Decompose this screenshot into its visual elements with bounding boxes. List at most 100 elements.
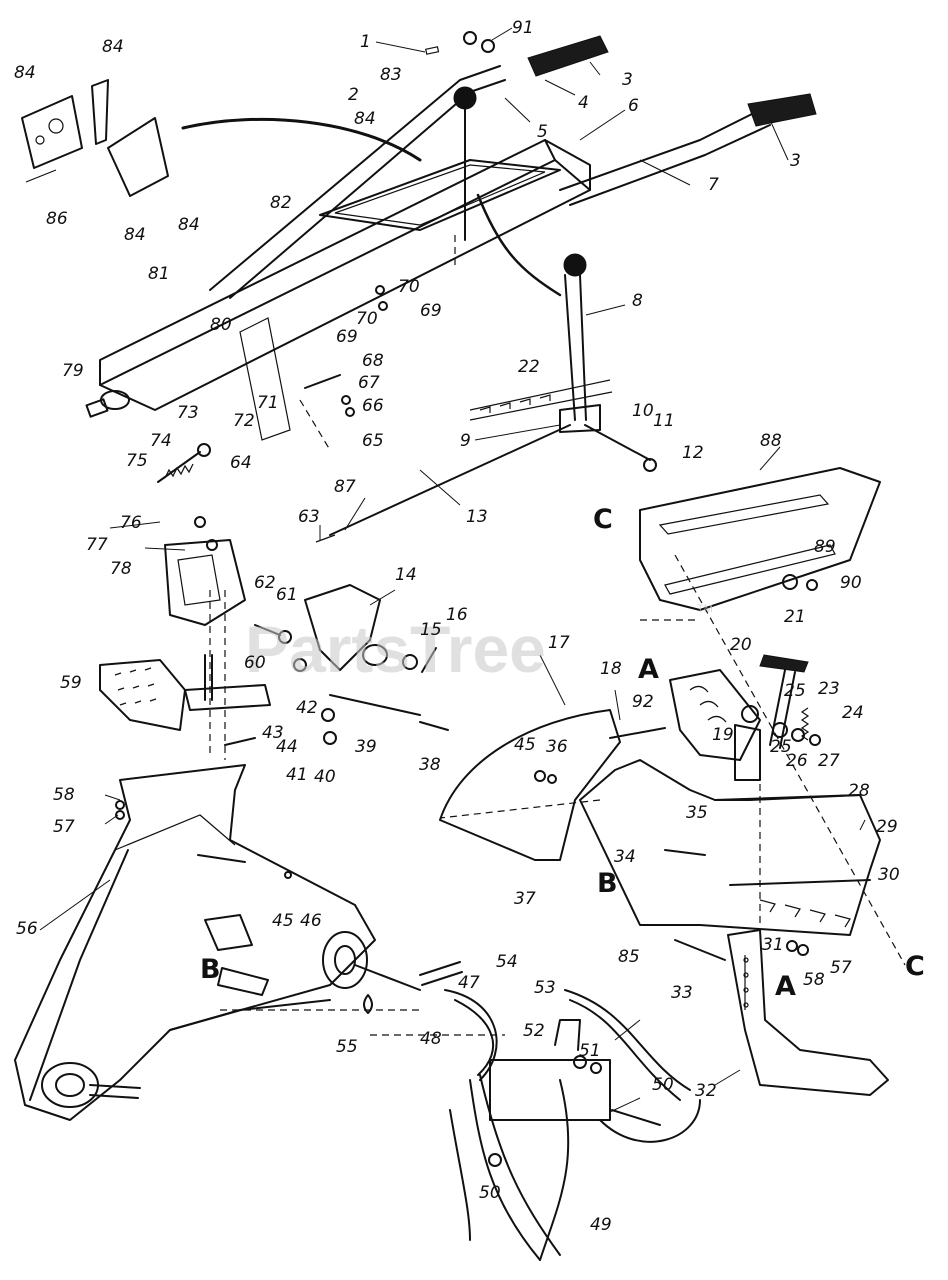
shift-lever [315, 253, 651, 543]
tine-assembly [444, 989, 701, 1261]
part-label: 47 [458, 973, 480, 993]
tine-shield [439, 654, 881, 936]
pedal-and-mount [99, 654, 271, 746]
part-label: 68 [362, 351, 384, 371]
part-label: 70 [356, 309, 378, 329]
part-label: 12 [682, 443, 704, 463]
part-label: 40 [314, 767, 336, 787]
leader-lines [39, 27, 866, 1113]
part-label: 80 [210, 315, 232, 335]
part-label: 92 [632, 692, 654, 712]
part-label: 1 [360, 32, 371, 52]
part-label: 54 [496, 952, 518, 972]
callout-a: A [775, 971, 796, 1002]
callout-a: A [638, 654, 659, 685]
part-label: 26 [786, 751, 808, 771]
drag-bar [674, 929, 889, 1096]
part-label: 9 [460, 431, 471, 451]
part-label: 13 [466, 507, 488, 527]
part-label: 28 [848, 781, 870, 801]
callout-c: C [593, 504, 613, 535]
watermark-text: PartsTree [245, 612, 546, 686]
part-label: 53 [534, 978, 556, 998]
part-label: 89 [814, 537, 836, 557]
part-label: 30 [878, 865, 900, 885]
part-label: 57 [830, 958, 852, 978]
part-label: 32 [695, 1081, 717, 1101]
part-label: 50 [479, 1183, 501, 1203]
part-label: 49 [590, 1215, 612, 1235]
part-label: 84 [102, 37, 124, 57]
part-label: 25 [770, 737, 792, 757]
part-label: 87 [334, 477, 356, 497]
part-label: 61 [276, 585, 298, 605]
part-label: 22 [518, 357, 540, 377]
part-label: 70 [398, 277, 420, 297]
part-label: 88 [760, 431, 782, 451]
part-label: 15 [420, 620, 442, 640]
part-label: 23 [818, 679, 840, 699]
part-label: 81 [148, 264, 170, 284]
part-label: 3 [622, 70, 633, 90]
part-label: 4 [578, 93, 589, 113]
part-label: 5 [537, 122, 548, 142]
part-label: 3 [790, 151, 801, 171]
part-label: 50 [652, 1075, 674, 1095]
part-label: 67 [358, 373, 380, 393]
part-label: 58 [803, 970, 825, 990]
part-label: 75 [126, 451, 148, 471]
part-label: 18 [600, 659, 622, 679]
depth-plate [639, 467, 881, 611]
shift-knob [453, 86, 477, 110]
part-label: 19 [712, 725, 734, 745]
handle-assembly [85, 35, 817, 483]
part-label: 11 [653, 411, 675, 431]
part-label: 27 [818, 751, 840, 771]
shift-rod [329, 424, 571, 536]
part-label: 91 [512, 18, 534, 38]
part-label: 44 [276, 737, 298, 757]
linkage-area [164, 539, 449, 745]
part-label: 63 [298, 507, 320, 527]
part-label: 69 [420, 301, 442, 321]
callout-c: C [905, 951, 925, 982]
part-label: 73 [177, 403, 199, 423]
part-label: 43 [262, 723, 284, 743]
part-label: 14 [395, 565, 417, 585]
part-label: 84 [14, 63, 36, 83]
part-label: 7 [708, 175, 719, 195]
part-label: 48 [420, 1029, 442, 1049]
part-label: 41 [286, 765, 308, 785]
part-label: 35 [686, 803, 708, 823]
part-label: 76 [120, 513, 142, 533]
part-labels: 1 2 3 3 4 5 6 7 8 9 10 11 12 13 14 15 16… [14, 18, 900, 1235]
left-grip [527, 35, 609, 77]
part-label: 79 [62, 361, 84, 381]
part-label: 46 [300, 911, 322, 931]
part-label: 77 [86, 535, 108, 555]
callout-letters: C A B B A C [200, 504, 925, 1002]
part-label: 82 [270, 193, 292, 213]
part-label: 57 [53, 817, 75, 837]
part-label: 86 [46, 209, 68, 229]
part-label: 8 [632, 291, 643, 311]
part-label: 20 [730, 635, 752, 655]
part-label: 78 [110, 559, 132, 579]
part-label: 84 [124, 225, 146, 245]
part-label: 24 [842, 703, 864, 723]
part-label: 71 [257, 393, 279, 413]
assembly-dashed-lines [209, 235, 906, 1036]
part-label: 85 [618, 947, 640, 967]
part-label: 58 [53, 785, 75, 805]
callout-b: B [200, 954, 221, 985]
chain-case [14, 764, 421, 1121]
part-label: 65 [362, 431, 384, 451]
part-label: 45 [514, 735, 536, 755]
right-grip [747, 93, 817, 127]
part-label: 69 [336, 327, 358, 347]
part-label: 17 [548, 633, 570, 653]
part-label: 33 [671, 983, 693, 1003]
part-label: 52 [523, 1021, 545, 1041]
bracket-group-84 [21, 79, 169, 197]
